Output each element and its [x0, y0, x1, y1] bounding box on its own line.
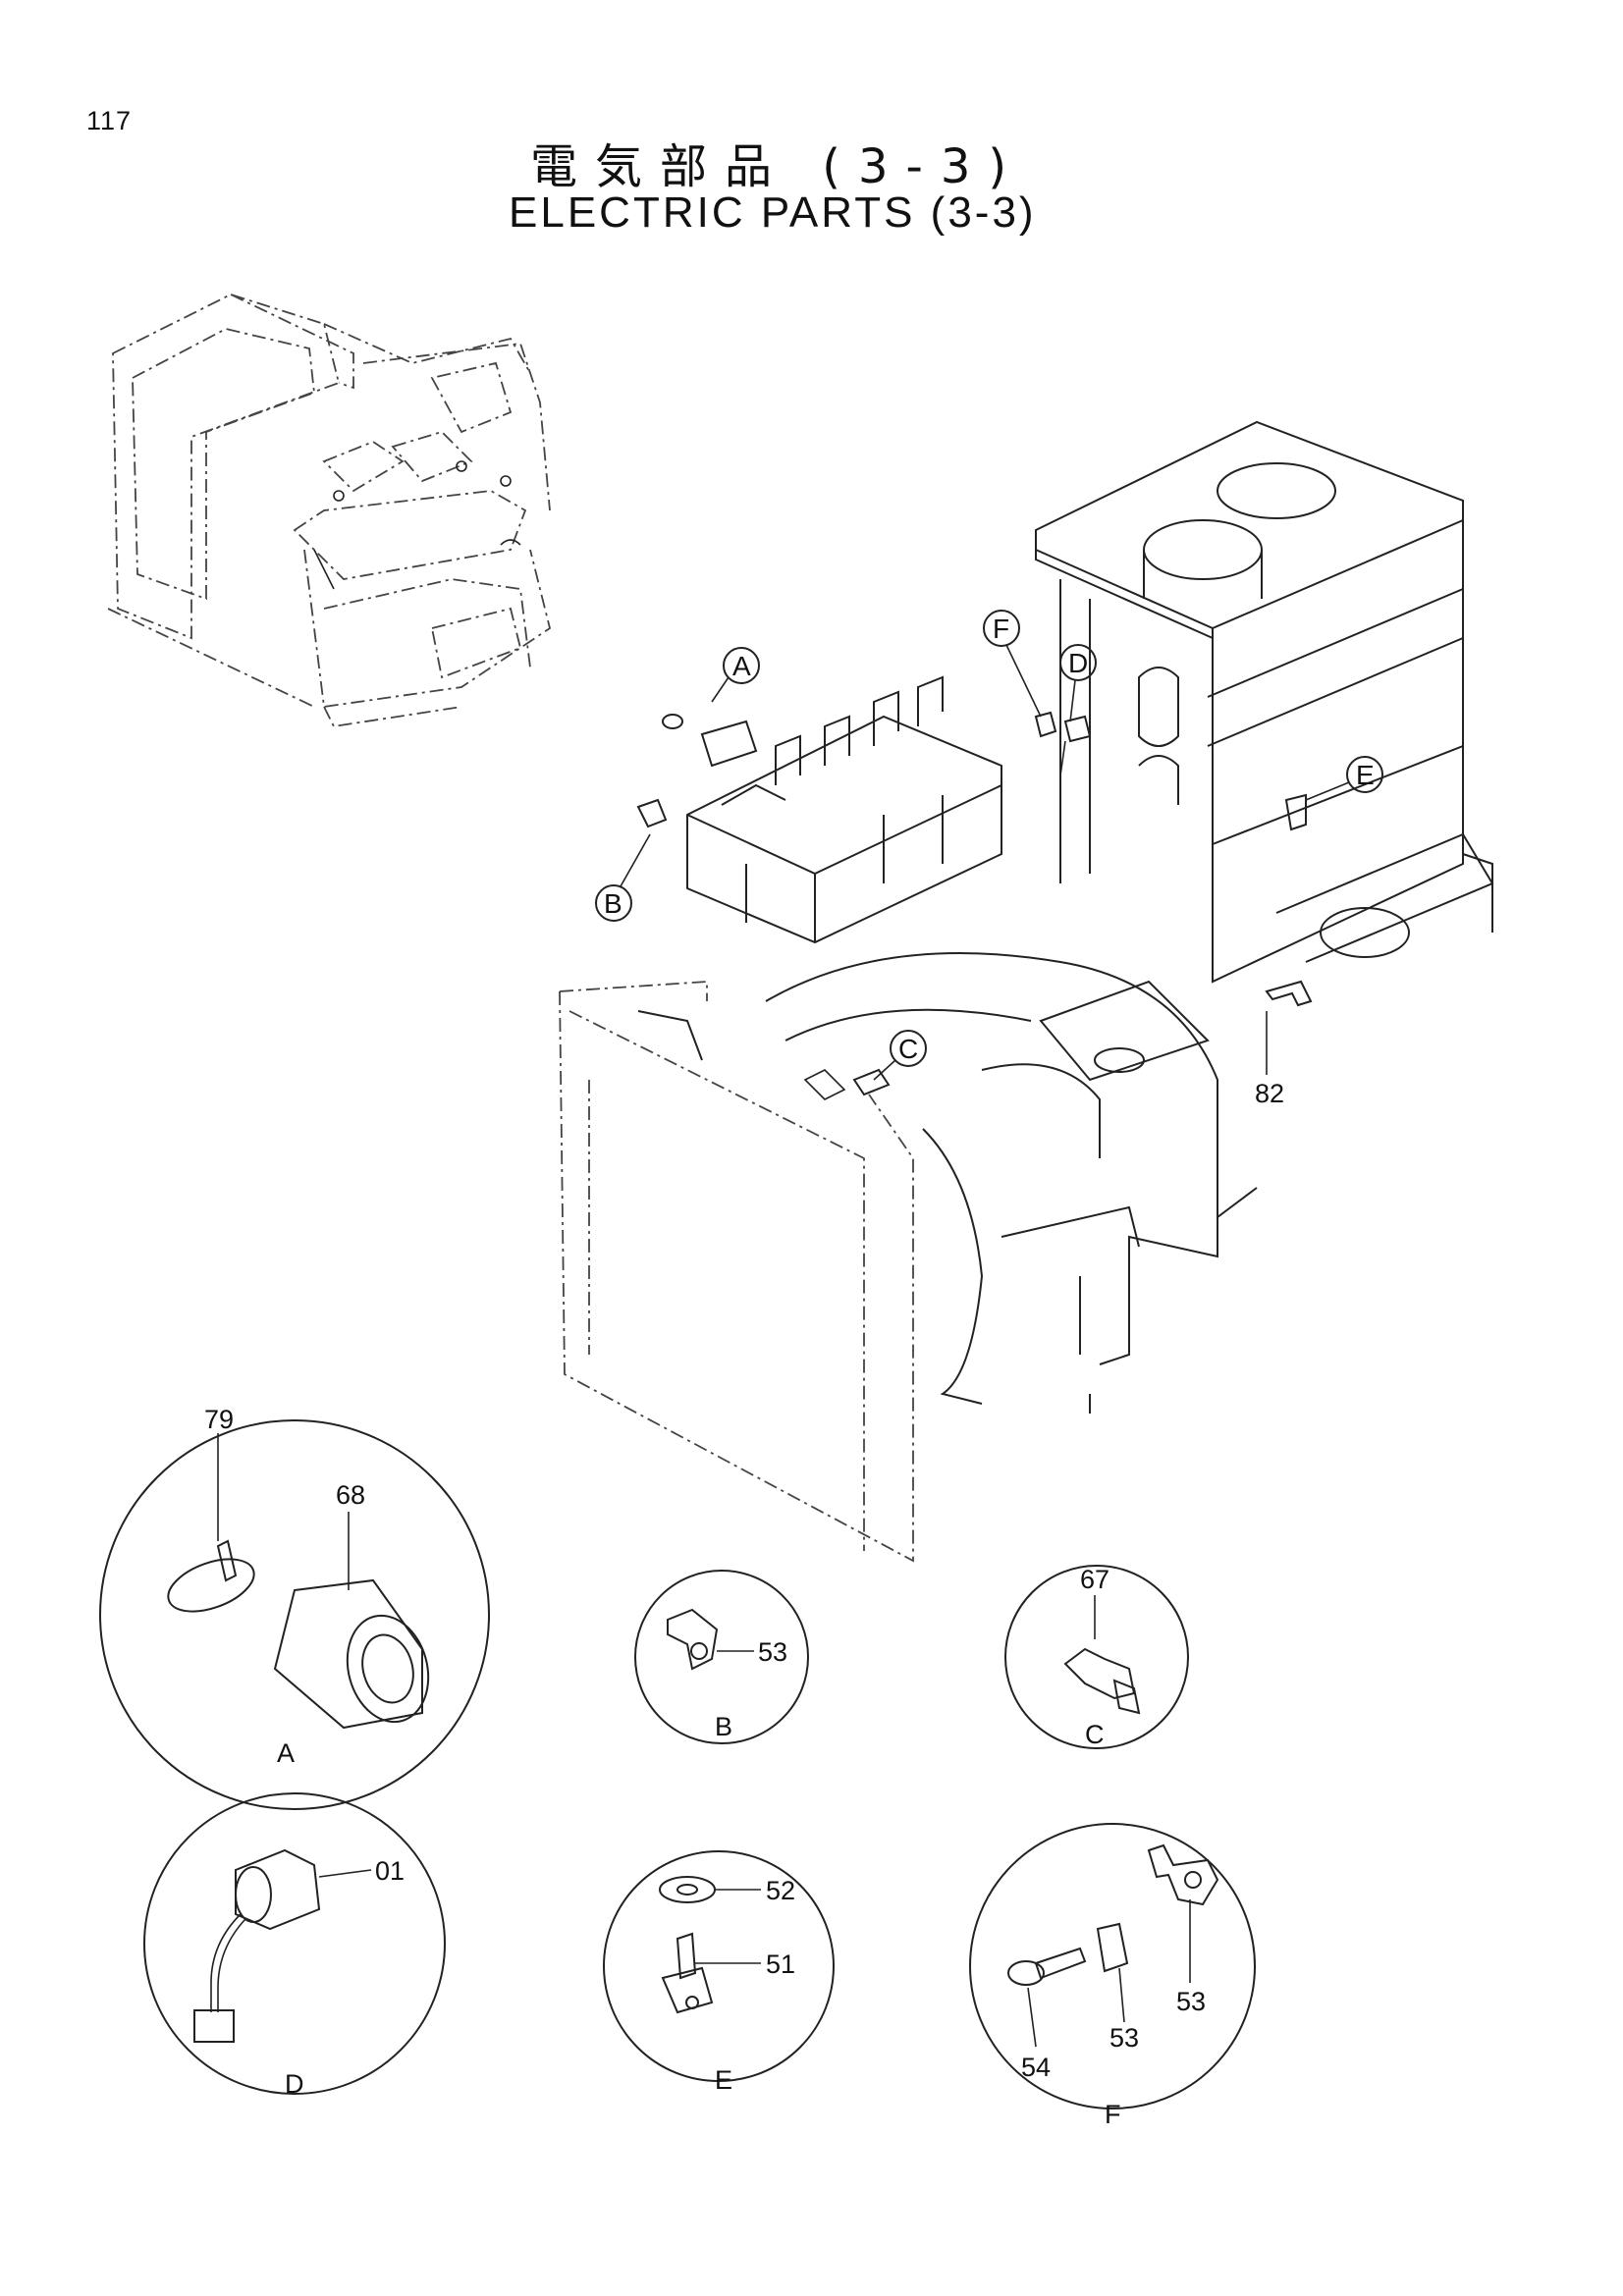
part-number-53-f-center: 53	[1109, 2023, 1139, 2053]
machine-cab-outline	[107, 294, 552, 727]
control-valve-outline	[686, 675, 1002, 944]
part-number-52: 52	[766, 1876, 795, 1905]
part-number-53-b: 53	[758, 1637, 787, 1667]
detail-b-label: B	[715, 1712, 732, 1741]
callout-d	[1059, 644, 1097, 776]
detail-a-label: A	[277, 1738, 295, 1768]
part-number-01: 01	[375, 1856, 405, 1886]
tank-assembly-outline	[1035, 420, 1494, 984]
detail-f-label: F	[1105, 2100, 1121, 2129]
detail-d	[143, 1792, 446, 2095]
detail-c-label: C	[1085, 1720, 1105, 1749]
detail-f	[969, 1823, 1256, 2109]
callout-c-label: C	[898, 1034, 918, 1064]
page-number: 117	[86, 106, 133, 135]
detail-a	[99, 1419, 490, 1810]
title-english: ELECTRIC PARTS (3-3)	[509, 188, 1037, 237]
detail-b	[634, 1570, 809, 1744]
title-japanese: 電気部品 (3-3)	[530, 139, 1025, 194]
part-number-67: 67	[1080, 1565, 1109, 1594]
callout-a	[662, 647, 760, 768]
callout-f-label: F	[993, 614, 1009, 644]
callout-e	[1284, 756, 1383, 831]
callout-a-label: A	[732, 651, 751, 681]
callout-f	[983, 610, 1057, 738]
part-number-53-f-right: 53	[1176, 1987, 1206, 2016]
engine-radiator-outline	[559, 952, 1258, 1563]
callout-c	[852, 1030, 927, 1096]
detail-e-label: E	[715, 2065, 732, 2095]
part-number-68: 68	[336, 1480, 365, 1510]
detail-e	[603, 1850, 835, 2082]
detail-d-label: D	[285, 2069, 304, 2099]
part-number-79: 79	[204, 1405, 234, 1434]
callout-b-label: B	[604, 888, 622, 919]
detail-c	[1004, 1565, 1189, 1749]
part-number-54: 54	[1021, 2053, 1051, 2082]
part-number-51: 51	[766, 1949, 795, 1979]
callout-e-label: E	[1356, 760, 1375, 790]
bracket-82	[1265, 980, 1313, 1075]
part-number-82: 82	[1255, 1079, 1284, 1108]
callout-d-label: D	[1068, 648, 1088, 678]
callout-b	[595, 798, 668, 922]
